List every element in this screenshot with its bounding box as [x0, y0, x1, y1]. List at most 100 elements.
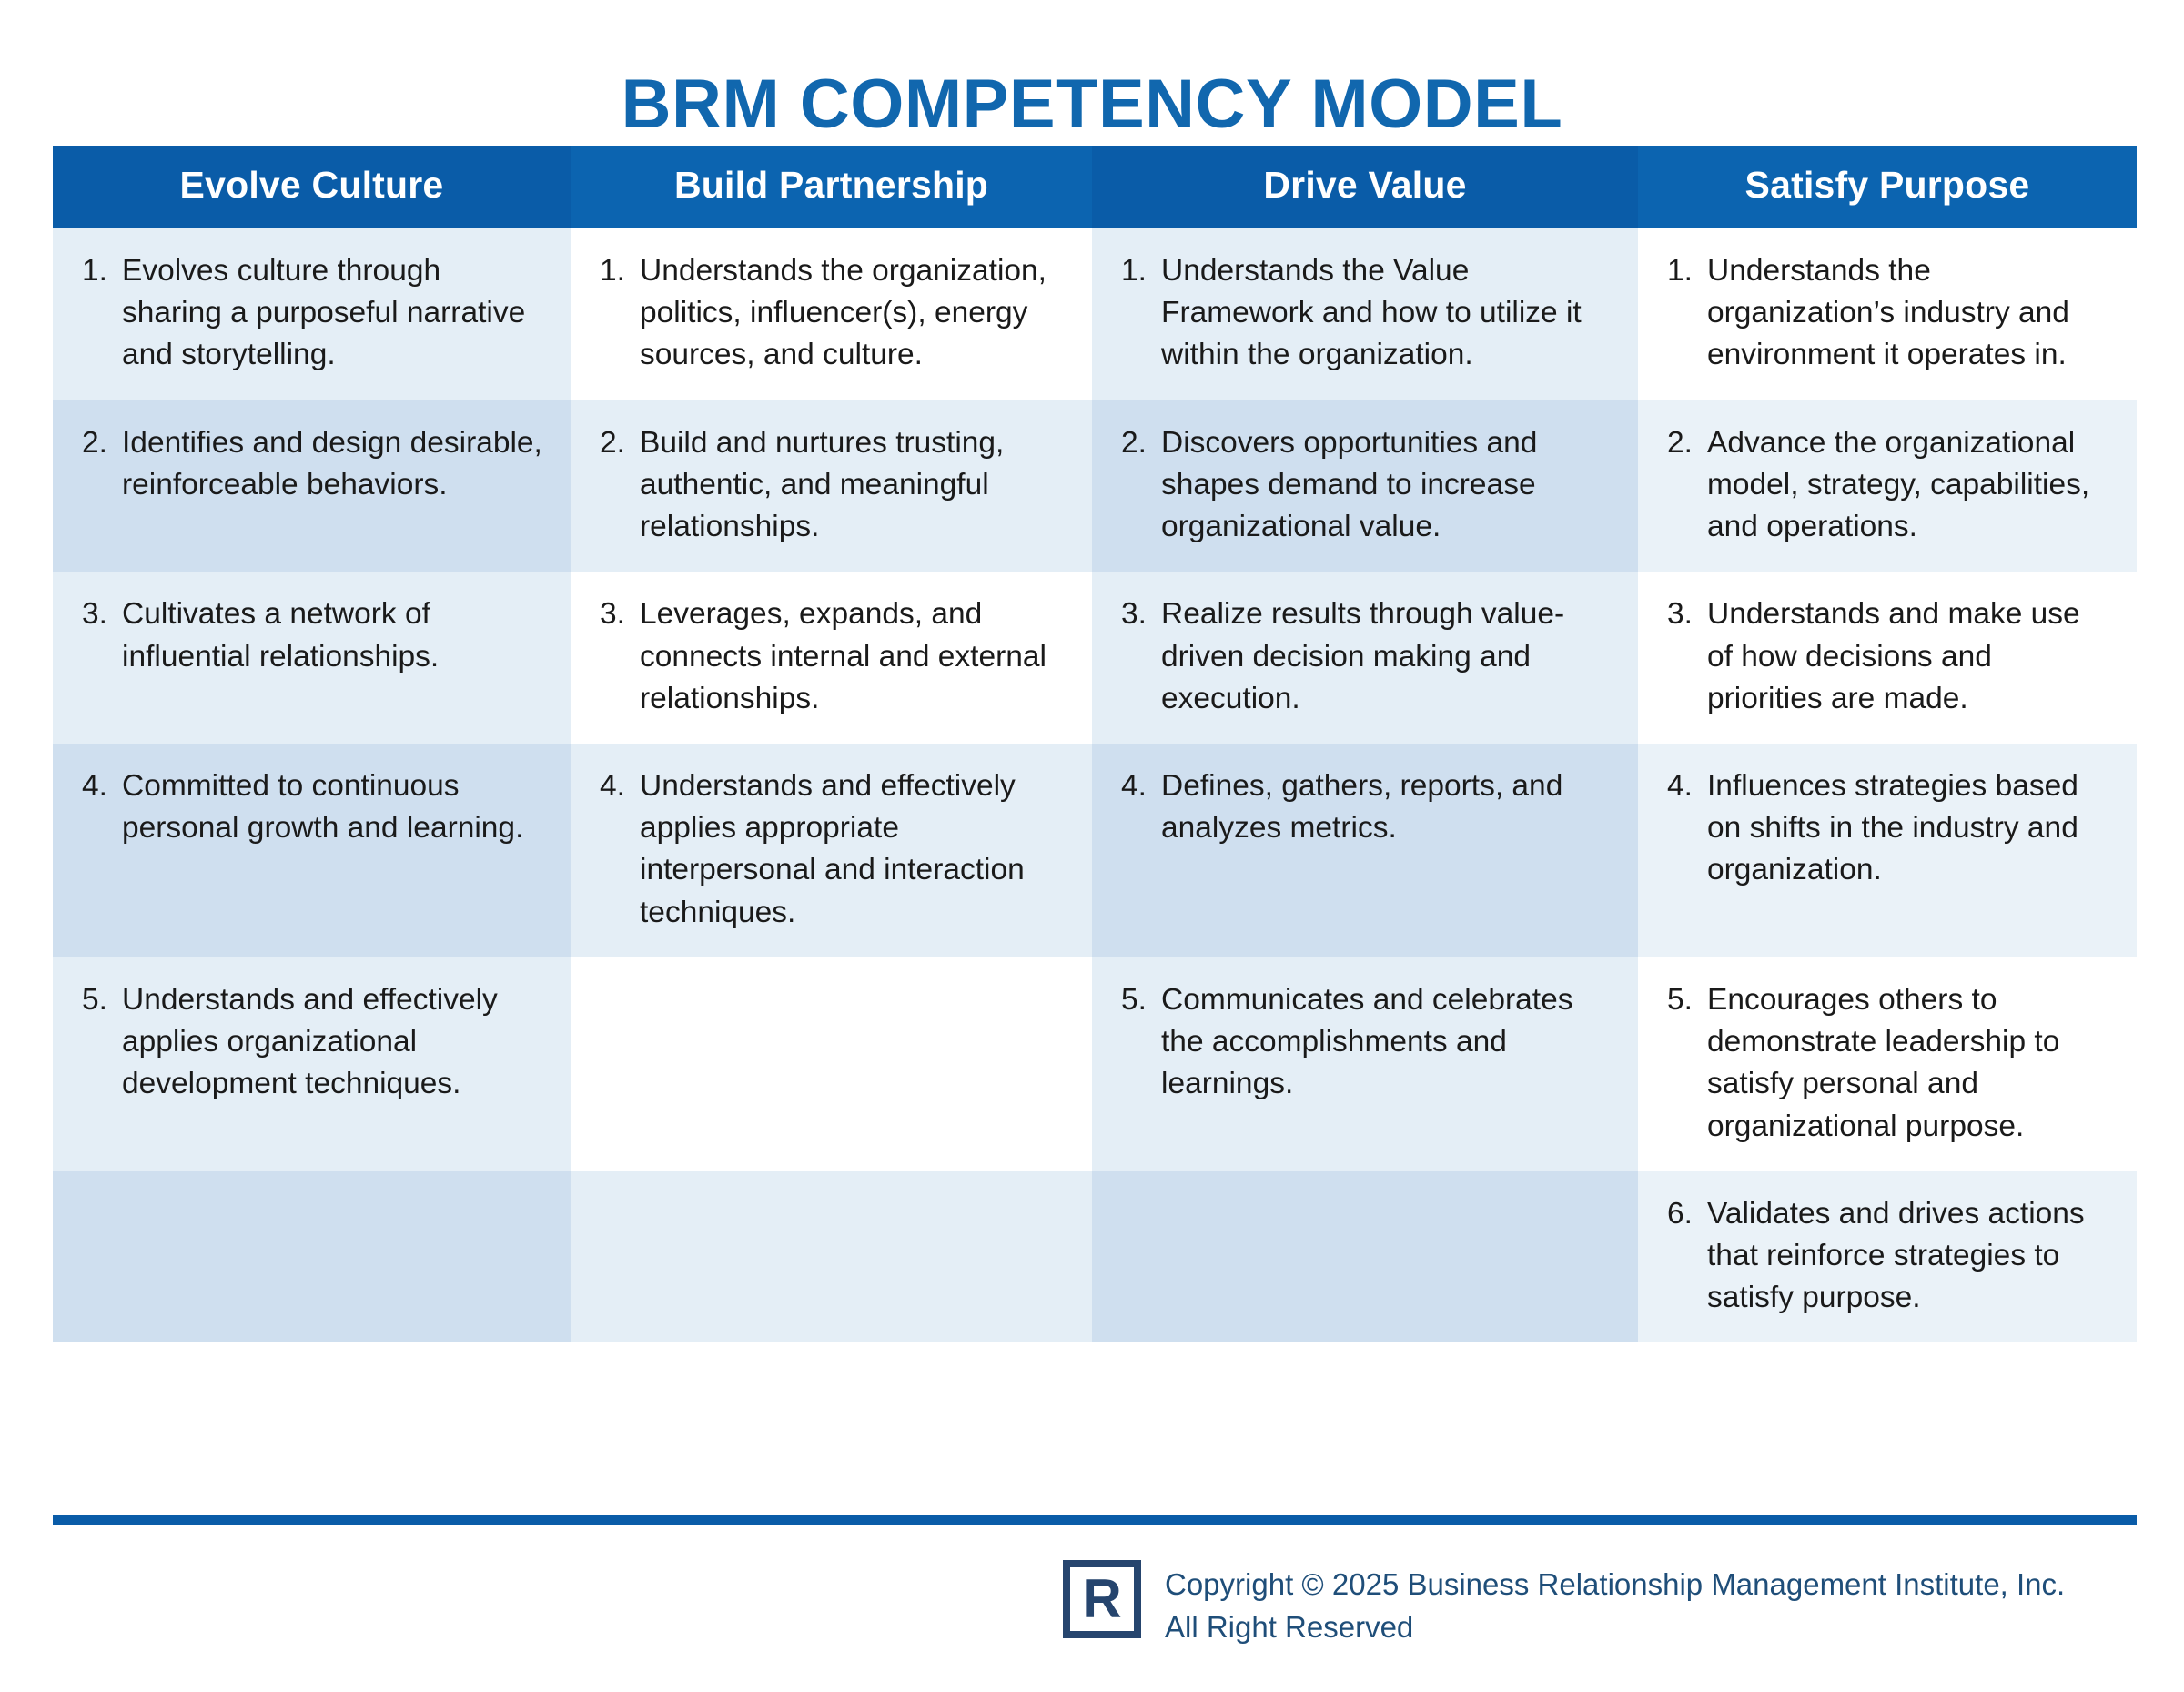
list-item: 2. Identifies and design desirable, rein… [71, 422, 547, 506]
item-number: 3. [82, 597, 107, 632]
item-number: 5. [82, 982, 107, 1017]
cell-evolve-culture-6 [53, 1170, 571, 1343]
item-text: Encourages others to demonstrate leaders… [1707, 982, 2060, 1143]
cell-evolve-culture-2: 2. Identifies and design desirable, rein… [53, 400, 571, 572]
list-item: 3. Leverages, expands, and connects inte… [589, 593, 1068, 720]
competency-table: Evolve Culture Build Partnership Drive V… [53, 146, 2137, 1343]
cell-drive-value-1: 1. Understands the Value Framework and h… [1092, 228, 1638, 400]
item-text: Understands the organization’s industry … [1707, 254, 2069, 372]
item-text: Identifies and design desirable, reinfor… [122, 425, 542, 502]
cell-drive-value-2: 2. Discovers opportunities and shapes de… [1092, 400, 1638, 572]
cell-drive-value-5: 5. Communicates and celebrates the accom… [1092, 957, 1638, 1171]
cell-build-partnership-4: 4. Understands and effectively applies a… [571, 743, 1092, 957]
list-item [71, 1193, 547, 1202]
list-item: 3. Understands and make use of how decis… [1656, 593, 2113, 720]
item-number: 4. [600, 768, 625, 803]
table-row: 6. Validates and drives actions that rei… [53, 1170, 2137, 1343]
item-number: 3. [600, 597, 625, 632]
item-text: Advance the organizational model, strate… [1707, 425, 2090, 544]
item-text: Communicates and celebrates the accompli… [1161, 982, 1573, 1101]
table-row: 3. Cultivates a network of influential r… [53, 572, 2137, 744]
item-text: Leverages, expands, and connects interna… [640, 597, 1046, 715]
item-text: Understands and make use of how decision… [1707, 597, 2080, 715]
item-text: Understands and effectively applies orga… [122, 982, 498, 1101]
list-item [589, 1193, 1068, 1202]
list-item: 4. Defines, gathers, reports, and analyz… [1110, 765, 1614, 849]
item-text: Committed to continuous personal growth … [122, 768, 524, 846]
item-number: 5. [1667, 982, 1693, 1017]
list-item: 5. Communicates and celebrates the accom… [1110, 979, 1614, 1106]
cell-satisfy-purpose-3: 3. Understands and make use of how decis… [1638, 572, 2137, 744]
item-number: 2. [600, 425, 625, 460]
item-text: Defines, gathers, reports, and analyzes … [1161, 768, 1563, 846]
table-row: 2. Identifies and design desirable, rein… [53, 400, 2137, 572]
list-item: 3. Realize results through value-driven … [1110, 593, 1614, 720]
list-item: 4. Understands and effectively applies a… [589, 765, 1068, 934]
item-text: Influences strategies based on shifts in… [1707, 768, 2078, 887]
cell-evolve-culture-5: 5. Understands and effectively applies o… [53, 957, 571, 1171]
table-row: 1. Evolves culture through sharing a pur… [53, 228, 2137, 400]
item-text: Evolves culture through sharing a purpos… [122, 254, 526, 372]
cell-satisfy-purpose-2: 2. Advance the organizational model, str… [1638, 400, 2137, 572]
item-number: 1. [1667, 254, 1693, 288]
item-number: 5. [1121, 982, 1147, 1017]
bottom-rule-divider [53, 1515, 2137, 1525]
item-number: 1. [600, 254, 625, 288]
cell-evolve-culture-3: 3. Cultivates a network of influential r… [53, 572, 571, 744]
list-item: 4. Committed to continuous personal grow… [71, 765, 547, 849]
cell-build-partnership-5 [571, 957, 1092, 1171]
column-header-drive-value: Drive Value [1092, 146, 1638, 228]
cell-build-partnership-2: 2. Build and nurtures trusting, authenti… [571, 400, 1092, 572]
cell-satisfy-purpose-1: 1. Understands the organization’s indust… [1638, 228, 2137, 400]
cell-satisfy-purpose-4: 4. Influences strategies based on shifts… [1638, 743, 2137, 957]
footer: R Copyright © 2025 Business Relationship… [1063, 1560, 2065, 1649]
copyright-line-2: All Right Reserved [1165, 1609, 1414, 1644]
cell-build-partnership-3: 3. Leverages, expands, and connects inte… [571, 572, 1092, 744]
list-item: 1. Understands the organization, politic… [589, 250, 1068, 377]
cell-satisfy-purpose-6: 6. Validates and drives actions that rei… [1638, 1170, 2137, 1343]
table-row: 5. Understands and effectively applies o… [53, 957, 2137, 1171]
item-text: Understands and effectively applies appr… [640, 768, 1025, 929]
list-item: 2. Build and nurtures trusting, authenti… [589, 422, 1068, 549]
column-header-build-partnership: Build Partnership [571, 146, 1092, 228]
logo-letter: R [1082, 1568, 1122, 1629]
table-body: 1. Evolves culture through sharing a pur… [53, 228, 2137, 1343]
item-number: 2. [1121, 425, 1147, 460]
brm-institute-logo-icon: R [1063, 1560, 1141, 1638]
item-number: 2. [82, 425, 107, 460]
header-row: Evolve Culture Build Partnership Drive V… [53, 146, 2137, 228]
item-text: Cultivates a network of influential rela… [122, 597, 440, 674]
item-number: 3. [1667, 597, 1693, 632]
table-header: Evolve Culture Build Partnership Drive V… [53, 146, 2137, 228]
list-item [589, 979, 1068, 988]
item-number: 1. [82, 254, 107, 288]
cell-drive-value-6 [1092, 1170, 1638, 1343]
item-text: Discovers opportunities and shapes deman… [1161, 425, 1538, 544]
item-number: 2. [1667, 425, 1693, 460]
item-text: Build and nurtures trusting, authentic, … [640, 425, 1005, 544]
item-number: 1. [1121, 254, 1147, 288]
item-number: 4. [1667, 768, 1693, 803]
copyright-text: Copyright © 2025 Business Relationship M… [1165, 1560, 2065, 1649]
item-number: 6. [1667, 1196, 1693, 1231]
list-item [1110, 1193, 1614, 1202]
list-item: 3. Cultivates a network of influential r… [71, 593, 547, 677]
page-title: BRM COMPETENCY MODEL [621, 65, 1563, 143]
item-text: Understands the organization, politics, … [640, 254, 1046, 372]
list-item: 2. Advance the organizational model, str… [1656, 422, 2113, 549]
list-item: 1. Evolves culture through sharing a pur… [71, 250, 547, 377]
cell-drive-value-4: 4. Defines, gathers, reports, and analyz… [1092, 743, 1638, 957]
cell-build-partnership-1: 1. Understands the organization, politic… [571, 228, 1092, 400]
item-number: 4. [1121, 768, 1147, 803]
list-item: 1. Understands the Value Framework and h… [1110, 250, 1614, 377]
copyright-line-1: Copyright © 2025 Business Relationship M… [1165, 1567, 2066, 1601]
cell-evolve-culture-1: 1. Evolves culture through sharing a pur… [53, 228, 571, 400]
list-item: 1. Understands the organization’s indust… [1656, 250, 2113, 377]
item-number: 4. [82, 768, 107, 803]
column-header-satisfy-purpose: Satisfy Purpose [1638, 146, 2137, 228]
cell-evolve-culture-4: 4. Committed to continuous personal grow… [53, 743, 571, 957]
competency-table-wrapper: Evolve Culture Build Partnership Drive V… [53, 146, 2137, 1343]
cell-build-partnership-6 [571, 1170, 1092, 1343]
list-item: 4. Influences strategies based on shifts… [1656, 765, 2113, 892]
